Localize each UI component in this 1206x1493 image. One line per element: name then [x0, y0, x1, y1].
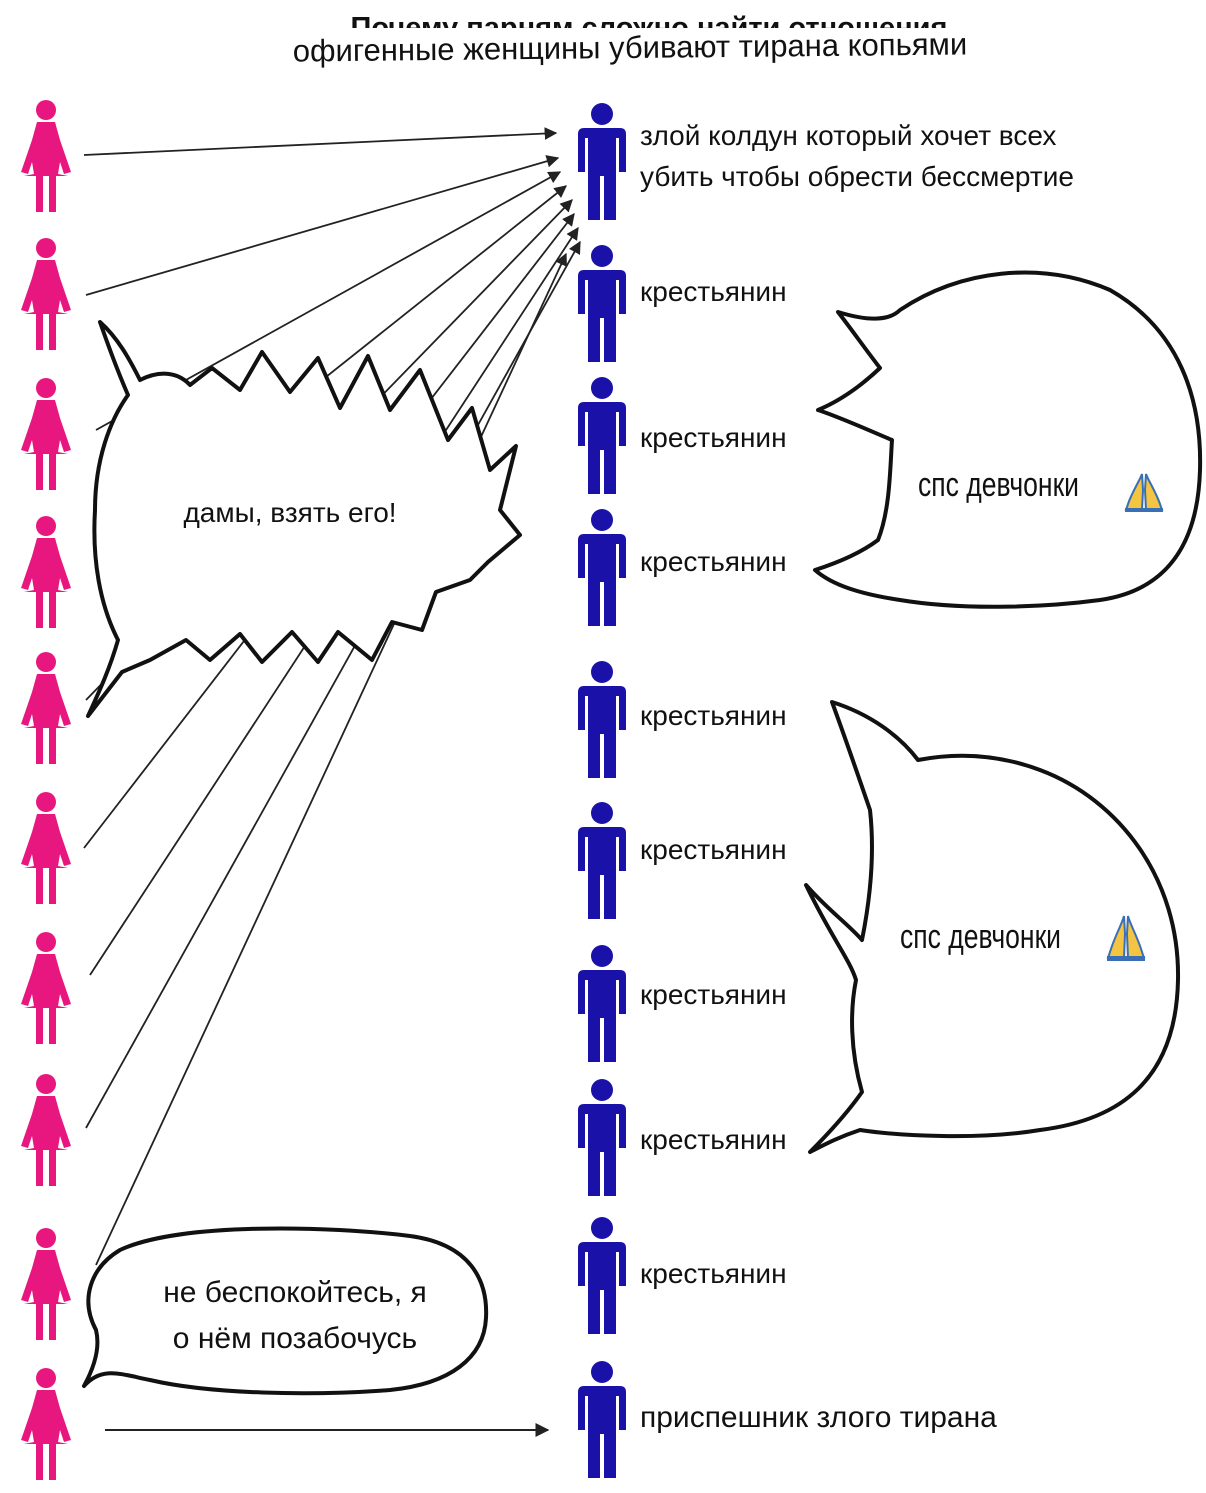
peasant-label-3: крестьянин [640, 546, 787, 577]
woman-icon [21, 100, 71, 212]
man-icon [578, 945, 626, 1062]
woman-icon [21, 1228, 71, 1340]
man-icon [578, 377, 626, 494]
thanks-bubble-bottom [804, 700, 1181, 1154]
reassure-line-2: о нём позабочусь [172, 1322, 418, 1355]
praying-hands-icon [1124, 473, 1164, 512]
spear-lines [83, 127, 581, 1266]
thanks-label-1: спс девчонки [918, 466, 1080, 504]
woman-icon [21, 792, 71, 904]
spear-line [95, 252, 567, 1266]
shout-text: дамы, взять его! [183, 497, 397, 528]
reassure-bubble [82, 1226, 489, 1396]
woman-icon [21, 516, 71, 628]
henchman-label: приспешник злого тирана [640, 1401, 997, 1434]
woman-icon [21, 652, 71, 764]
thanks-bubble-top [813, 270, 1203, 609]
wizard-label-line1: злой колдун который хочет всех [640, 120, 1057, 151]
man-icon [578, 802, 626, 919]
men-column [578, 103, 626, 1478]
woman-icon [21, 1368, 71, 1480]
thanks-label-2: спс девчонки [900, 918, 1062, 956]
man-icon [578, 1361, 626, 1478]
wizard-label-line2: убить чтобы обрести бессмертие [640, 161, 1074, 192]
shout-bubble [86, 320, 522, 718]
man-icon [578, 1217, 626, 1334]
peasant-label-4: крестьянин [640, 700, 787, 731]
thanks-text-1: спс девчонки [918, 466, 1124, 505]
woman-icon [21, 1074, 71, 1186]
page-title: Почему парням сложно найти отношения [350, 12, 948, 28]
man-icon [578, 509, 626, 626]
spear-line [83, 127, 558, 156]
woman-icon [21, 932, 71, 1044]
man-icon [578, 245, 626, 362]
thanks-text-2: спс девчонки [900, 918, 1106, 957]
women-column [21, 100, 71, 1480]
spear-line [85, 240, 581, 1129]
man-icon [578, 661, 626, 778]
man-icon [578, 103, 626, 220]
reassure-text: не беспокойтесь, я о нём позабочусь [110, 1270, 480, 1362]
peasant-label-7: крестьянин [640, 1124, 787, 1155]
peasant-label-6: крестьянин [640, 979, 787, 1010]
spear-line [85, 155, 560, 296]
man-icon [578, 1079, 626, 1196]
peasant-label-1: крестьянин [640, 276, 787, 307]
woman-icon [21, 378, 71, 490]
woman-icon [21, 238, 71, 350]
peasant-label-5: крестьянин [640, 834, 787, 865]
praying-hands-icon [1106, 915, 1146, 961]
peasant-label-2: крестьянин [640, 422, 787, 453]
peasant-label-8: крестьянин [640, 1258, 787, 1289]
reassure-line-1: не беспокойтесь, я [163, 1276, 427, 1309]
